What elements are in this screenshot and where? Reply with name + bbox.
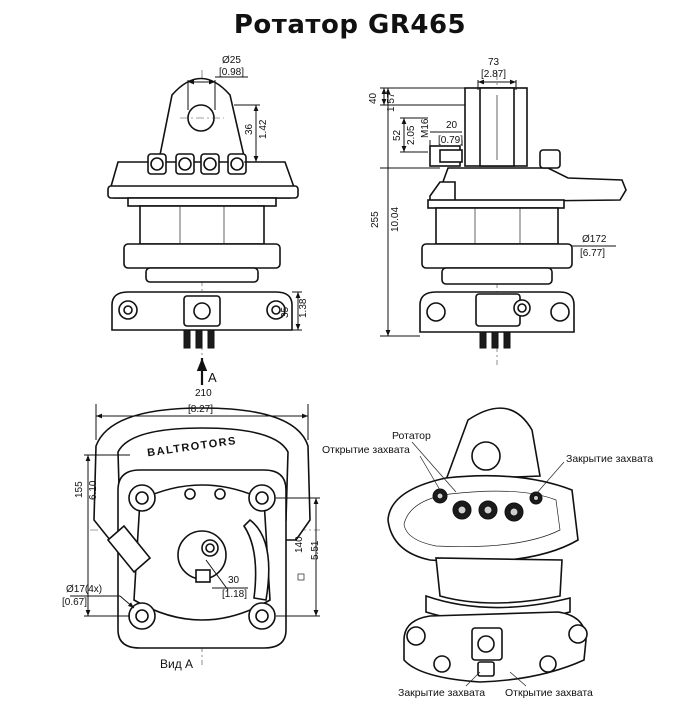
dim-body-diameter: Ø172 <box>582 234 607 245</box>
view-a: BALTROTORS 210 [8.27] 155 6.10 <box>62 388 321 671</box>
dim-hole-17-in: [0.67] <box>62 597 87 608</box>
dim-hole-17: Ø17(4x) <box>66 584 102 595</box>
label-grab-close: Закрытие захвата <box>566 453 653 465</box>
label-grab-close-bottom: Закрытие захвата <box>398 687 485 699</box>
dim-body-diameter-in: [6.77] <box>580 248 605 259</box>
dim-bolt-30-in: [1.18] <box>222 589 247 600</box>
dim-base-35-in: 1.38 <box>298 298 309 318</box>
view-marker-a: A <box>208 370 217 385</box>
fittings-front <box>147 153 247 175</box>
dim-h-140: 140 <box>294 536 305 553</box>
dim-thread-m16: M16 <box>420 118 431 138</box>
dim-h-52: 52 <box>392 129 403 141</box>
label-grab-open-bottom: Открытие захвата <box>505 687 593 699</box>
dim-bolt-30: 30 <box>228 575 240 586</box>
dim-top-40-in: 1.57 <box>386 92 397 112</box>
dim-h-155-in: 6.10 <box>88 480 99 500</box>
dim-port-20-in: [0.79] <box>438 135 463 146</box>
dim-width-210: 210 <box>195 388 212 399</box>
fittings-iso <box>432 488 543 522</box>
dim-h-140-in: 5.51 <box>310 540 321 560</box>
dim-pin-diameter-in: [0.98] <box>219 67 244 78</box>
dim-pin-diameter: Ø25 <box>222 55 241 66</box>
drawing-title: Ротатор GR465 <box>233 10 467 40</box>
dim-width-73-in: [2.87] <box>481 69 506 80</box>
dim-h-155: 155 <box>74 481 85 498</box>
dim-height-36: 36 <box>244 123 255 135</box>
dim-port-20: 20 <box>446 120 458 131</box>
side-view: 73 [2.87] 40 1.57 52 2.05 M16 20 [0.79] … <box>368 57 627 365</box>
dim-base-35: 35 <box>280 306 291 318</box>
isometric-view: Ротатор Открытие захвата Закрытие захват… <box>322 407 653 699</box>
label-rotator: Ротатор <box>392 430 431 442</box>
dim-top-40: 40 <box>368 92 379 104</box>
bolt-holes <box>128 484 276 630</box>
dim-h-52-in: 2.05 <box>406 125 417 145</box>
view-a-label: Вид А <box>160 657 193 671</box>
dim-height-36-in: 1.42 <box>258 119 269 139</box>
dim-height-255: 255 <box>370 211 381 228</box>
dim-height-255-in: 10.04 <box>390 207 401 232</box>
front-view: Ø25 [0.98] 36 1.42 35 1.38 A <box>107 55 309 385</box>
label-grab-open: Открытие захвата <box>322 444 410 456</box>
dim-width-73: 73 <box>488 57 500 68</box>
dim-width-210-in: [8.27] <box>188 404 213 415</box>
